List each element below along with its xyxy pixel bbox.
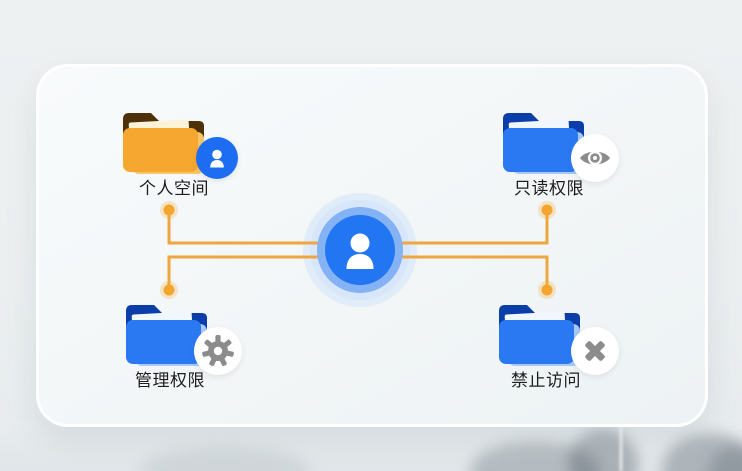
- photo-blob: [140, 447, 310, 471]
- gear-badge-icon: [194, 327, 242, 375]
- blurred-photo-background: [0, 419, 742, 471]
- photo-highlight: [619, 419, 623, 471]
- folder-icon: [123, 113, 204, 174]
- node-label: 管理权限: [135, 371, 205, 390]
- user-hub: [317, 207, 403, 293]
- x-badge-icon: [571, 327, 619, 375]
- node-label: 只读权限: [514, 179, 584, 198]
- folder-icon: [503, 113, 584, 174]
- eye-badge-icon: [571, 134, 619, 182]
- node-label: 个人空间: [139, 179, 209, 198]
- user-badge-icon: [196, 137, 238, 179]
- node-label: 禁止访问: [511, 371, 581, 390]
- user-icon: [325, 215, 395, 285]
- photo-blob: [568, 429, 638, 471]
- folder-icon: [126, 305, 207, 366]
- folder-icon: [499, 305, 580, 366]
